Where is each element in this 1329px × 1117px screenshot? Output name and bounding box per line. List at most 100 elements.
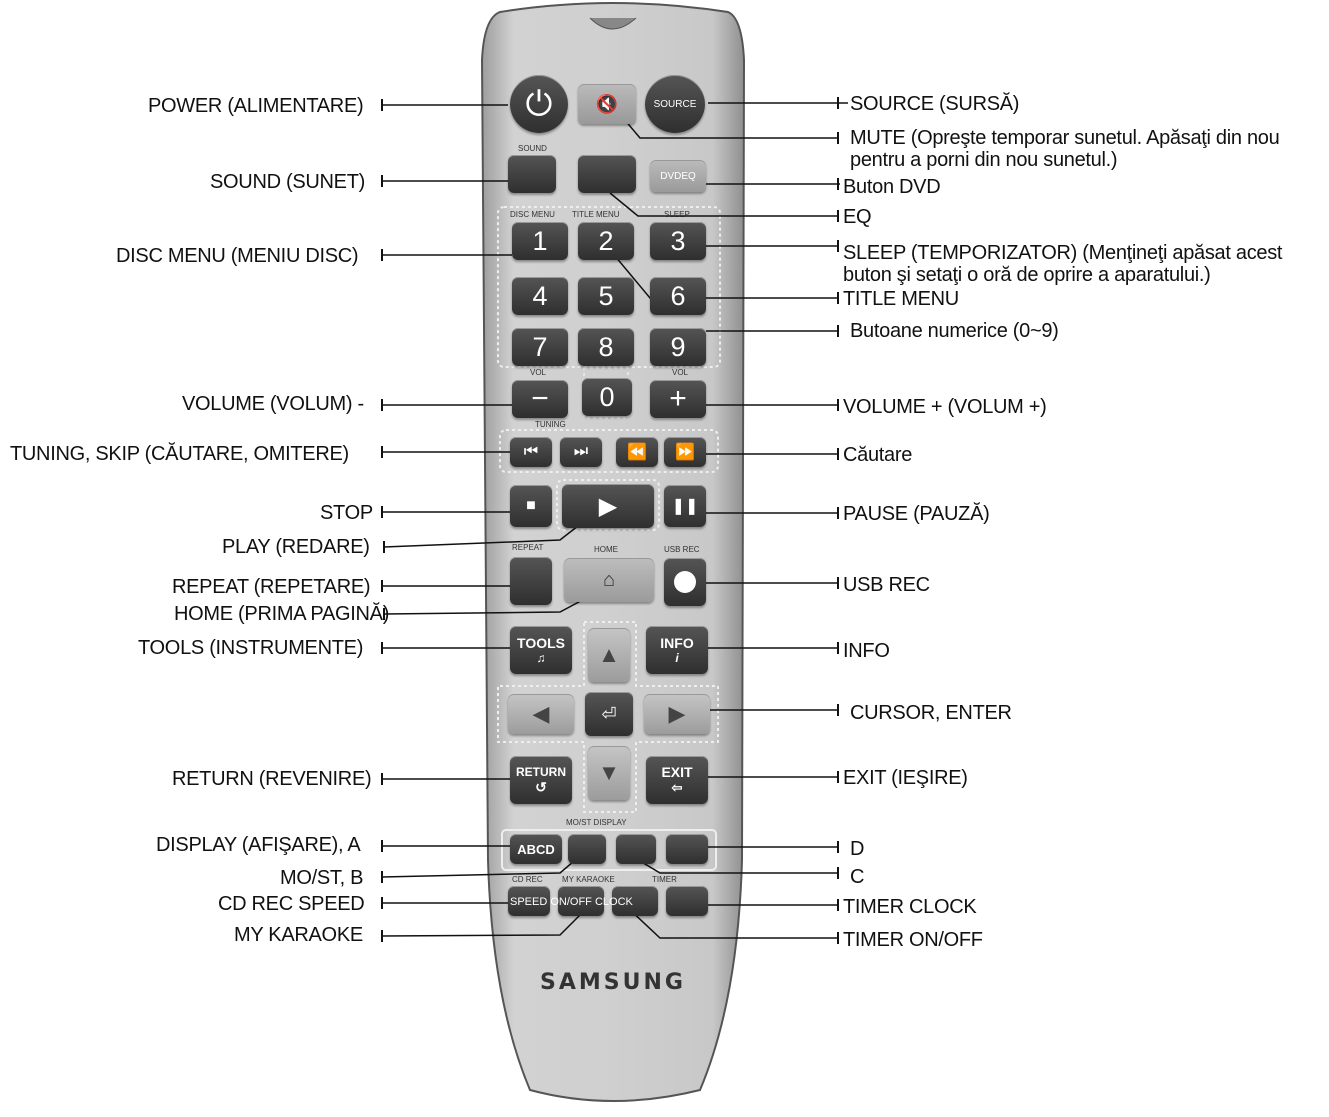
volume-minus-button[interactable]: − (512, 380, 568, 418)
sound-button[interactable] (508, 155, 556, 193)
abcd-group (501, 829, 717, 871)
most-display-caption: MO/ST DISPLAY (566, 818, 627, 827)
dvdeq-button[interactable]: DVDEQ (650, 160, 706, 192)
fast-forward-icon: ⏩ (675, 444, 695, 461)
digit-4-button[interactable]: 4 (512, 277, 568, 315)
enter-button[interactable]: ⏎ (585, 692, 633, 736)
label-sleep: SLEEP (TEMPORIZATOR) (Menţineţi apăsat a… (843, 242, 1283, 286)
skip-forward-button[interactable]: ⏭ (560, 437, 602, 467)
info-button[interactable]: INFO i (646, 626, 708, 674)
play-group (556, 479, 660, 531)
cursor-pad-outline (497, 621, 719, 813)
label-volume-minus: VOLUME (VOLUM) - (182, 393, 364, 415)
digit-1-button[interactable]: 1 (512, 222, 568, 260)
pause-button[interactable]: ❚❚ (664, 485, 706, 527)
label-most-b: MO/ST, B (280, 867, 364, 889)
repeat-button[interactable] (510, 557, 552, 605)
digit-3-button[interactable]: 3 (650, 222, 706, 260)
label-disc-menu: DISC MENU (MENIU DISC) (116, 245, 359, 267)
skip-back-button[interactable]: ⏮ (510, 437, 552, 467)
c-button[interactable] (616, 834, 656, 864)
label-cursor-enter: CURSOR, ENTER (850, 702, 1012, 724)
source-button[interactable]: SOURCE (645, 75, 705, 133)
record-icon (674, 571, 696, 593)
home-caption: HOME (594, 545, 618, 554)
label-exit: EXIT (IEŞIRE) (843, 767, 968, 789)
rewind-button[interactable]: ⏪ (616, 437, 658, 467)
speed-onoff-clock-text: SPEED ON/OFF CLOCK (510, 896, 633, 908)
play-button[interactable]: ▶ (562, 484, 654, 528)
digit-2-button[interactable]: 2 (578, 222, 634, 260)
timer-onoff-button[interactable] (612, 886, 658, 916)
digit-0-button[interactable]: 0 (582, 378, 632, 416)
fast-forward-button[interactable]: ⏩ (664, 437, 706, 467)
return-icon: ↺ (535, 778, 547, 795)
timer-clock-button[interactable] (666, 886, 708, 916)
label-cd-rec-speed: CD REC SPEED (218, 893, 365, 915)
label-title-menu: TITLE MENU (843, 288, 959, 310)
samsung-logo: SAMSUNG (540, 970, 686, 995)
label-usb-rec: USB REC (843, 574, 930, 596)
digit-8-button[interactable]: 8 (578, 328, 634, 366)
label-eq: EQ (843, 206, 872, 228)
label-repeat: REPEAT (REPETARE) (172, 576, 371, 598)
label-return: RETURN (REVENIRE) (172, 768, 372, 790)
leader-ticks (381, 97, 839, 944)
label-search: Căutare (843, 444, 913, 466)
label-timer-clock: TIMER CLOCK (843, 896, 977, 918)
label-tuning-skip: TUNING, SKIP (CĂUTARE, OMITERE) (10, 443, 349, 465)
down-arrow-icon: ▼ (598, 760, 620, 785)
volume-plus-button[interactable]: + (650, 380, 706, 418)
label-mute: MUTE (Opreşte temporar sunetul. Apăsaţi … (850, 127, 1280, 171)
vol-plus-caption: VOL (672, 368, 689, 377)
title-menu-caption: TITLE MENU (572, 210, 620, 219)
left-arrow-icon: ◀ (532, 701, 550, 726)
cd-rec-caption: CD REC (512, 875, 543, 884)
b-button[interactable] (568, 834, 606, 864)
tuning-caption: TUNING (535, 420, 566, 429)
digit-6-button[interactable]: 6 (650, 277, 706, 315)
digit-7-button[interactable]: 7 (512, 328, 568, 366)
info-icon: i (675, 651, 679, 665)
label-info: INFO (843, 640, 890, 662)
eq-button[interactable] (578, 155, 636, 193)
my-karaoke-button[interactable] (558, 886, 604, 916)
label-play: PLAY (REDARE) (222, 536, 370, 558)
repeat-caption: REPEAT (512, 543, 544, 552)
home-button[interactable]: ⌂ (564, 558, 654, 602)
pause-icon: ❚❚ (671, 498, 699, 515)
exit-button[interactable]: EXIT ⇦ (646, 756, 708, 804)
play-icon: ▶ (598, 492, 618, 520)
cursor-right-button[interactable]: ▶ (644, 694, 710, 734)
digit-9-button[interactable]: 9 (650, 328, 706, 366)
stop-button[interactable]: ■ (510, 485, 552, 527)
tools-button[interactable]: TOOLS ♫ (510, 626, 572, 674)
cd-rec-speed-button[interactable] (508, 886, 550, 916)
info-label: INFO (660, 635, 694, 651)
digit-5-button[interactable]: 5 (578, 277, 634, 315)
abcd-a-button[interactable]: ABCD (510, 834, 562, 864)
label-pause: PAUSE (PAUZĂ) (843, 503, 990, 525)
mute-button[interactable]: 🔇 (578, 84, 636, 124)
transport-group (499, 429, 719, 473)
power-button[interactable]: ⏻ (510, 75, 568, 133)
cursor-up-button[interactable]: ▲ (588, 628, 630, 682)
return-button[interactable]: RETURN ↺ (510, 756, 572, 804)
sound-caption: SOUND (518, 144, 547, 153)
enter-icon: ⏎ (601, 703, 617, 724)
mute-icon: 🔇 (595, 93, 619, 114)
label-dvd: Buton DVD (843, 176, 941, 198)
label-numeric: Butoane numerice (0~9) (850, 320, 1059, 342)
label-display-a: DISPLAY (AFIŞARE), A (156, 834, 361, 856)
usb-rec-button[interactable] (664, 558, 706, 606)
label-d: D (850, 838, 865, 860)
vol-minus-caption: VOL (530, 368, 547, 377)
tools-label: TOOLS (517, 635, 565, 651)
label-timer-onoff: TIMER ON/OFF (843, 929, 983, 951)
cursor-down-button[interactable]: ▼ (588, 746, 630, 800)
tools-icon: ♫ (536, 651, 546, 665)
cursor-left-button[interactable]: ◀ (508, 694, 574, 734)
stop-icon: ■ (526, 497, 536, 514)
skip-back-icon: ⏮ (523, 443, 539, 460)
d-button[interactable] (666, 834, 708, 864)
